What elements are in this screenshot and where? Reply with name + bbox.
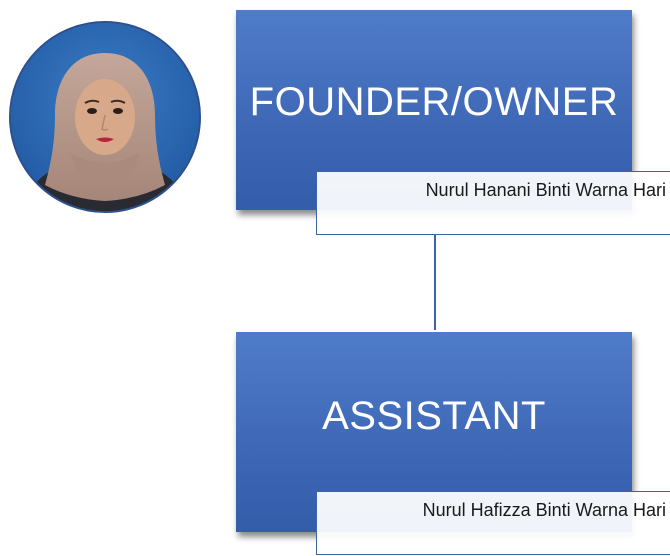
assistant-name-label: Nurul Hafizza Binti Warna Hari (316, 491, 670, 555)
founder-name-label: Nurul Hanani Binti Warna Hari (316, 171, 670, 235)
reporting-line (434, 234, 436, 330)
founder-photo (9, 21, 201, 213)
founder-role-title: FOUNDER/OWNER (249, 80, 619, 124)
person-portrait-icon (11, 23, 199, 211)
assistant-role-title: ASSISTANT (322, 394, 546, 438)
